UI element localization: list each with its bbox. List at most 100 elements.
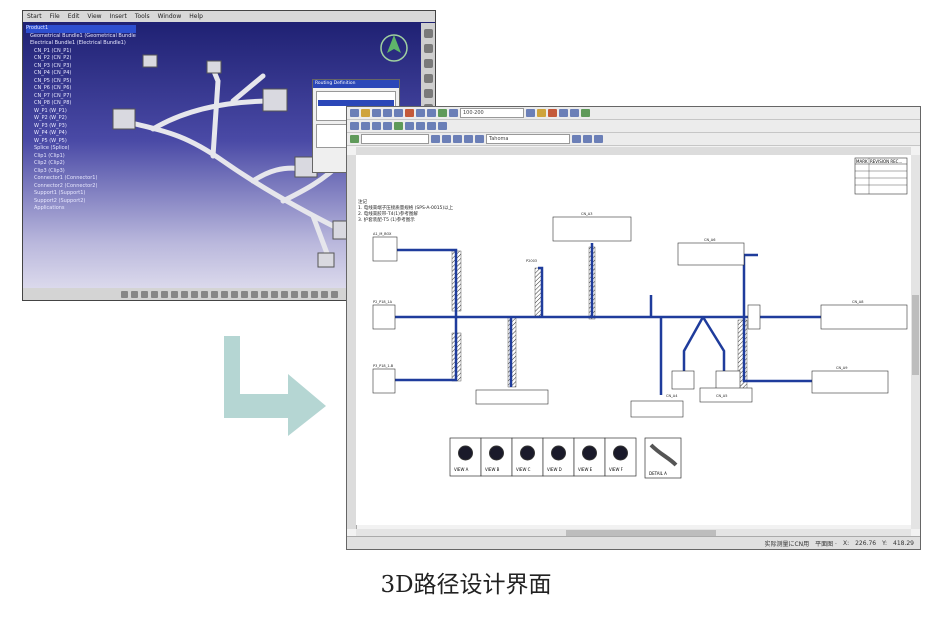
tree-node[interactable]: Support1 (Support1) [34,190,86,196]
tool-icon[interactable] [423,29,433,38]
line-icon[interactable] [559,109,568,117]
vertical-scrollbar[interactable] [911,155,920,529]
tree-node[interactable]: Product1 [26,25,136,33]
arrow-right-icon[interactable] [427,122,436,130]
tree-node[interactable]: Geometrical Bundle1 (Geometrical Bundle1… [30,32,136,39]
menu-tools[interactable]: Tools [134,13,150,20]
cad-tool-icon[interactable] [180,290,188,298]
cad-tool-icon[interactable] [230,290,238,298]
redo-icon[interactable] [394,109,403,117]
cad-tool-icon[interactable] [320,290,328,298]
scroll-thumb[interactable] [912,295,919,375]
tree-node[interactable]: W_P1 (W_P1) [34,107,67,114]
tool-icon[interactable] [423,89,433,98]
zoom-window-icon[interactable] [372,122,381,130]
tool-icon[interactable] [423,44,433,53]
tree-node[interactable]: CN_P5 (CN_P5) [34,77,72,84]
line-tool-icon[interactable] [431,135,440,143]
color-icon[interactable] [548,109,557,117]
print-icon[interactable] [526,109,535,117]
zoom-in-icon[interactable] [350,122,359,130]
tree-node[interactable]: CN_P2 (CN_P2) [34,55,72,61]
circle-tool-icon[interactable] [453,135,462,143]
tool-icon[interactable] [423,74,433,83]
tree-node[interactable]: Splice (Splice) [34,145,70,151]
tree-node[interactable]: Clip1 (Clip1) [34,152,65,159]
rectangle-tool-icon[interactable] [442,135,451,143]
menu-view[interactable]: View [87,13,102,20]
italic-icon[interactable] [583,135,592,143]
cad-tool-icon[interactable] [130,290,138,298]
cad-tool-icon[interactable] [200,290,208,298]
tree-node[interactable]: Connector1 (Connector1) [34,175,98,181]
paste-icon[interactable] [427,109,436,117]
tree-node[interactable]: W_P2 (W_P2) [34,115,67,121]
tree-node[interactable]: W_P4 (W_P4) [34,130,67,136]
cad-tool-icon[interactable] [310,290,318,298]
tree-node[interactable]: Electrical Bundle1 (Electrical Bundle1) [30,40,126,46]
layer-icon[interactable] [537,109,546,117]
menu-edit[interactable]: Edit [67,13,80,20]
cad-tool-icon[interactable] [140,290,148,298]
horizontal-scrollbar[interactable] [356,529,911,537]
cad-tool-icon[interactable] [210,290,218,298]
tree-node[interactable]: Clip3 (Clip3) [34,167,65,174]
cut-icon[interactable] [405,109,414,117]
tree-node[interactable]: W_P3 (W_P3) [34,122,67,129]
menu-window[interactable]: Window [157,13,182,20]
tree-node[interactable]: CN_P7 (CN_P7) [34,92,72,99]
cad-tool-icon[interactable] [290,290,298,298]
tree-node[interactable]: Applications [34,205,65,211]
underline-icon[interactable] [594,135,603,143]
menu-help[interactable]: Help [189,13,203,20]
save-icon[interactable] [372,109,381,117]
tree-node[interactable]: CN_P6 (CN_P6) [34,85,72,91]
cad-tool-icon[interactable] [280,290,288,298]
undo-icon[interactable] [383,109,392,117]
cad-tool-icon[interactable] [270,290,278,298]
tree-node[interactable]: CN_P1 (CN_P1) [34,47,72,54]
cad-tool-icon[interactable] [120,290,128,298]
compass-icon[interactable] [377,31,411,65]
tree-node[interactable]: Connector2 (Connector2) [34,182,98,189]
font-select[interactable]: Tahoma [486,134,570,144]
cad-tool-icon[interactable] [240,290,248,298]
cad-tool-icon[interactable] [300,290,308,298]
copy-icon[interactable] [416,109,425,117]
cad-tool-icon[interactable] [250,290,258,298]
scale-select[interactable]: 100·200 [460,108,524,118]
cad-tool-icon[interactable] [330,290,338,298]
menu-start[interactable]: Start [27,13,42,20]
cad-tool-icon[interactable] [150,290,158,298]
tree-node[interactable]: W_P5 (W_P5) [34,137,67,144]
arrow-down-icon[interactable] [438,122,447,130]
tree-node[interactable]: Support2 (Support2) [34,197,86,204]
tree-node[interactable]: CN_P3 (CN_P3) [34,62,72,69]
snap-icon[interactable] [350,135,359,143]
tree-node[interactable]: CN_P4 (CN_P4) [34,70,72,76]
menu-insert[interactable]: Insert [109,13,127,20]
cad-tool-icon[interactable] [260,290,268,298]
new-file-icon[interactable] [350,109,359,117]
tree-node[interactable]: Clip2 (Clip2) [34,160,65,166]
bold-icon[interactable] [572,135,581,143]
cad-tool-icon[interactable] [220,290,228,298]
refresh-icon[interactable] [394,122,403,130]
scroll-thumb[interactable] [566,530,716,536]
zoom-icon[interactable] [449,109,458,117]
tree-node[interactable]: CN_P8 (CN_P8) [34,100,72,106]
layer-select[interactable] [361,134,429,144]
dimension-icon[interactable] [570,109,579,117]
cad-tool-icon[interactable] [170,290,178,298]
pan-icon[interactable] [383,122,392,130]
table-icon[interactable] [581,109,590,117]
open-folder-icon[interactable] [361,109,370,117]
cad-tool-icon[interactable] [160,290,168,298]
arrow-up-icon[interactable] [405,122,414,130]
text-tool-icon[interactable] [475,135,484,143]
grid-icon[interactable] [438,109,447,117]
arrow-left-icon[interactable] [416,122,425,130]
tool-icon[interactable] [423,59,433,68]
arc-tool-icon[interactable] [464,135,473,143]
zoom-out-icon[interactable] [361,122,370,130]
